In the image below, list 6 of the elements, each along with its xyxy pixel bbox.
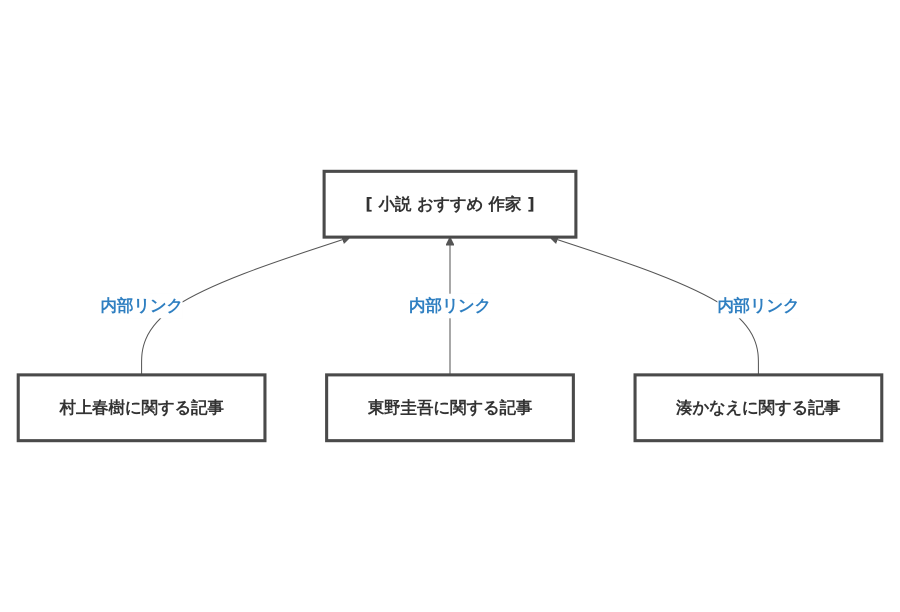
edge-label: 内部リンク (408, 296, 492, 316)
edge-label: 内部リンク (100, 296, 183, 316)
node-box: 東野圭吾に関する記事 (325, 373, 575, 442)
node-box: 湊かなえに関する記事 (634, 373, 884, 442)
node-box: [ 小説 おすすめ 作家 ] (322, 170, 578, 239)
edge-label: 内部リンク (717, 296, 800, 316)
